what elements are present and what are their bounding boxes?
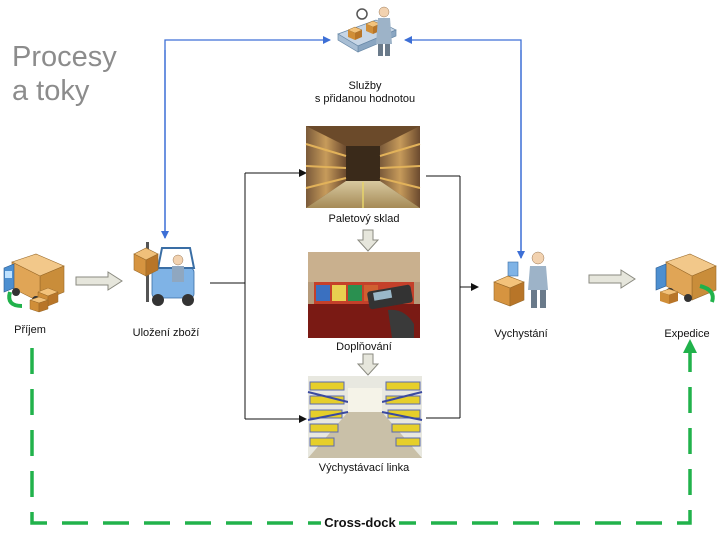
picking-to-dispatch-arrow [588, 269, 636, 289]
receiving-icon [3, 253, 65, 313]
putaway-label: Uložení zboží [132, 327, 200, 339]
pallet-storage-photo [305, 126, 421, 208]
crossdock-label-text: Cross-dock [321, 515, 399, 530]
pallet-to-replenish-arrow [356, 229, 380, 252]
vas-connectors [161, 36, 525, 259]
title-line-1: Procesy [12, 41, 117, 73]
picking-line-photo [307, 376, 423, 458]
picking-label: Vychystání [494, 328, 548, 340]
putaway-to-vas-arrow [164, 36, 331, 238]
replenishment-photo [308, 252, 420, 338]
receiving-to-putaway-arrow [75, 271, 123, 291]
picking-line-label: Výchystávací linka [318, 462, 410, 474]
picking-to-vas-arrow [404, 36, 522, 258]
vas-label-line-2: s přidanou hodnotou [314, 93, 416, 105]
vas-label: Služby s přidanou hodnotou [300, 80, 430, 106]
dispatch-icon [655, 253, 717, 304]
picking-icon [493, 251, 548, 308]
crossdock-label: Cross-dock [0, 515, 720, 530]
receiving-label: Příjem [14, 324, 46, 336]
hollow-arrows [75, 229, 636, 376]
page-title: Procesy a toky [12, 40, 117, 108]
replenish-to-picking-line-arrow [356, 353, 380, 376]
vas-label-line-1: Služby [348, 80, 382, 92]
pallet-storage-label: Paletový sklad [328, 213, 400, 225]
flow-connectors [210, 169, 479, 423]
title-line-2: a toky [12, 75, 90, 107]
forklift-icon [133, 242, 196, 306]
value-added-services-icon [337, 6, 397, 56]
dispatch-label: Expedice [664, 328, 710, 340]
replenishment-label: Doplňování [336, 341, 392, 353]
